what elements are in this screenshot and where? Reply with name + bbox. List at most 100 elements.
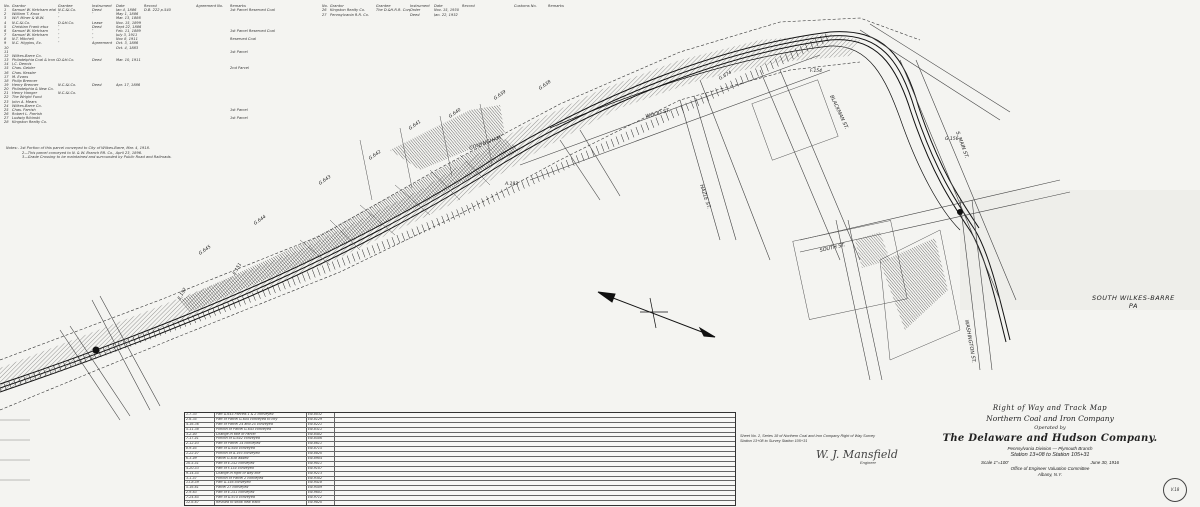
ledger-cell: D.&H.Co. [58, 20, 75, 25]
ledger-cell: 9 [4, 41, 7, 46]
track-tie [23, 375, 27, 384]
track-tie [531, 175, 535, 185]
ledger-cell: ″ [58, 12, 60, 17]
track-tie [496, 191, 500, 200]
track-tie [386, 239, 391, 248]
ledger-cell: 5 [4, 24, 7, 29]
ledger-cell: Deed [92, 8, 102, 13]
ledger2-header-cell: Remarks [548, 4, 564, 8]
ledger-cell: ″ [58, 28, 60, 33]
ledger-cell: Chas. Parrish [12, 107, 36, 112]
track-tie [38, 370, 42, 379]
revision-cell: 3-2-40 [185, 432, 215, 437]
ledger-cell: Philadelphia Coal & Iron Co. [12, 58, 58, 63]
track-tie [0, 387, 2, 393]
ledger-cell: John A. Mears [12, 99, 37, 104]
ledger-cell: 3 [4, 16, 7, 21]
ledger-cell: 1st Parcel Reserved Coal [230, 28, 275, 33]
track-tie [356, 251, 361, 260]
track-tie [585, 150, 590, 159]
track-tie [780, 55, 784, 65]
division: Pennsylvania Division — Plymouth Branch [1007, 446, 1093, 451]
ledger2-cell: Pennsylvania R.R. Co. [330, 12, 370, 17]
revision-cell: 4-16-36 [185, 422, 215, 427]
ledger-cell: ″ [58, 24, 60, 29]
revision-cell: EN-8032 [307, 413, 335, 417]
track-tie [28, 373, 32, 382]
track-tie [212, 307, 216, 316]
track-tie [336, 259, 341, 268]
ledger-cell: Deed [92, 82, 102, 87]
track-tie [466, 204, 470, 214]
ledger2-header-cell: Instrument [410, 4, 430, 8]
track-tie [137, 334, 142, 344]
track-tie [521, 180, 525, 189]
ledger2-cell: 27 [322, 12, 327, 17]
revision-cell: Portion of Parcel G.643 conveyed [215, 427, 307, 432]
track-tie [63, 361, 67, 370]
track-tie [102, 347, 107, 356]
ledger-header-cell: No. [4, 4, 11, 8]
track-tie [441, 215, 445, 225]
track-tie [72, 357, 77, 366]
parcel-label: E.151 [232, 262, 244, 276]
ledger-cell: 23 [4, 99, 9, 104]
scale-date: Scale 1″=100′ June 30, 1916 [940, 460, 1160, 465]
note-line: 3—Grade Crossing to be maintained and su… [22, 155, 172, 160]
track-tie [222, 303, 226, 313]
ledger2-cell: Nov. 15, 1930 [434, 8, 460, 13]
revision-cell: 5-11-38 [185, 427, 215, 432]
revision-cell: EN-9213 [307, 471, 335, 476]
track-tie [43, 368, 47, 377]
track-tie [152, 329, 157, 338]
ledger-cell: Wilkes-Barre Co. [12, 53, 42, 58]
main-track [0, 31, 1011, 393]
track-ties [0, 33, 829, 393]
track-tie [58, 363, 62, 372]
track-tie [476, 200, 480, 209]
track-tie [630, 129, 635, 138]
track-tie [351, 253, 356, 262]
ledger-cell: 11 [4, 49, 9, 54]
track-tie [770, 60, 774, 70]
ledger-cell: N.C.&I.Co. [12, 20, 31, 25]
map-title: Right of Way and Track Map [992, 404, 1108, 412]
revision-cell: 6-3-49 [185, 457, 215, 461]
north-arrow-icon [597, 291, 716, 338]
ledger-cell [144, 120, 196, 124]
track-tie [824, 33, 829, 42]
track-tie [785, 53, 789, 62]
ledger-cell: 2 [4, 12, 7, 17]
track-tie [620, 134, 625, 143]
track-tie [800, 46, 804, 55]
track-tie [690, 100, 694, 109]
ledger2-header-cell: Record [462, 4, 475, 8]
ledger-notes: Notes:- 1st Portion of this parcel conve… [6, 146, 326, 160]
ledger2-cell [548, 13, 608, 17]
ledger-cell: ″ [92, 37, 94, 42]
track-tie [501, 189, 505, 198]
track-tie [451, 211, 455, 220]
ledger-cell: 26 [4, 112, 9, 117]
ledger-cell: 28 [4, 120, 9, 125]
ledger2-cell: Kingston Realty Co. [330, 8, 366, 13]
ledger-cell: 17 [4, 74, 9, 79]
track-tie [760, 65, 764, 75]
ledger-cell: Agreement [92, 41, 113, 46]
ledger-cell: ″ [92, 12, 94, 17]
track-tie [810, 41, 814, 50]
track-tie [257, 290, 261, 299]
track-tie [755, 68, 759, 77]
